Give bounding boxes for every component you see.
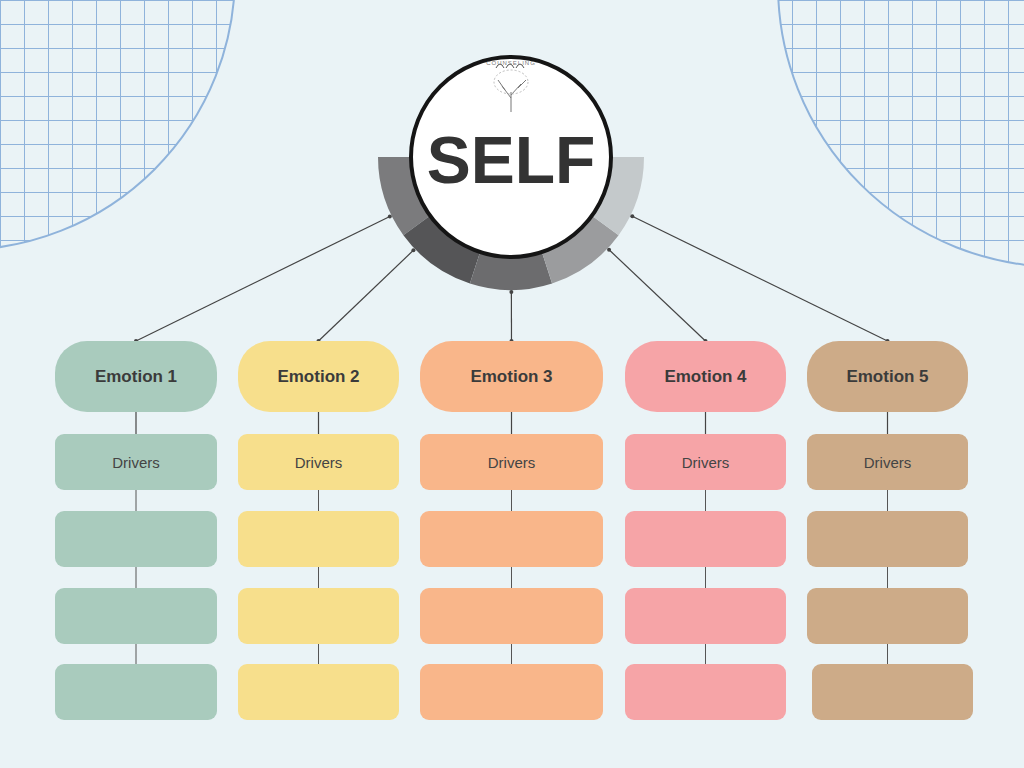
connector-dot (411, 248, 415, 252)
node-label: Emotion 1 (95, 367, 177, 387)
connector-line (136, 216, 390, 341)
connector (509, 290, 513, 343)
connector (630, 214, 889, 343)
empty-box (625, 511, 786, 567)
connector (136, 412, 137, 434)
connector-line (511, 292, 512, 341)
connector-line (318, 412, 319, 434)
connector (134, 214, 392, 343)
connector (511, 412, 512, 434)
drivers-box: Drivers (238, 434, 399, 490)
logo-tree (494, 64, 528, 112)
empty-box (238, 664, 399, 720)
empty-box (55, 664, 217, 720)
empty-box (625, 588, 786, 644)
empty-box (420, 664, 603, 720)
connector-line (887, 412, 888, 434)
empty-box (625, 664, 786, 720)
drivers-box: Drivers (420, 434, 603, 490)
connector-line (135, 412, 136, 434)
connector-line (705, 412, 706, 434)
connector (317, 248, 416, 343)
grid-decoration (760, 0, 1024, 280)
empty-box (807, 511, 968, 567)
emotion-box: Emotion 5 (807, 341, 968, 412)
grid-decoration (0, 0, 260, 270)
node-label: Drivers (295, 454, 343, 471)
empty-box (238, 511, 399, 567)
connector-line (609, 250, 705, 341)
connector-dot (630, 214, 634, 218)
emotion-box: Emotion 4 (625, 341, 786, 412)
self-circle: SELF (409, 55, 613, 259)
connector (705, 412, 706, 434)
connector (318, 412, 319, 434)
connector-line (511, 412, 512, 434)
empty-box (238, 588, 399, 644)
emotion-box: Emotion 2 (238, 341, 399, 412)
empty-box (420, 588, 603, 644)
node-label: Emotion 4 (664, 367, 746, 387)
drivers-box: Drivers (625, 434, 786, 490)
drivers-box: Drivers (55, 434, 217, 490)
connector-line (632, 216, 887, 341)
emotion-box: Emotion 1 (55, 341, 217, 412)
node-label: Emotion 3 (470, 367, 552, 387)
node-label: SELF (427, 122, 596, 198)
connector (607, 248, 707, 343)
node-label: Emotion 5 (846, 367, 928, 387)
empty-box (812, 664, 973, 720)
emotion-box: Emotion 3 (420, 341, 603, 412)
column-lines (136, 490, 888, 664)
node-label: Drivers (864, 454, 912, 471)
empty-box (55, 588, 217, 644)
empty-box (807, 588, 968, 644)
connector-dot (607, 248, 611, 252)
node-label: Drivers (488, 454, 536, 471)
empty-box (420, 511, 603, 567)
connector-dot (388, 214, 392, 218)
empty-box (55, 511, 217, 567)
node-label: Drivers (112, 454, 160, 471)
connector-dot (509, 290, 513, 294)
connector-line (319, 250, 414, 341)
node-label: Emotion 2 (277, 367, 359, 387)
drivers-box: Drivers (807, 434, 968, 490)
logo-text: COUNSELING (486, 60, 536, 66)
connector (887, 412, 888, 434)
node-label: Drivers (682, 454, 730, 471)
